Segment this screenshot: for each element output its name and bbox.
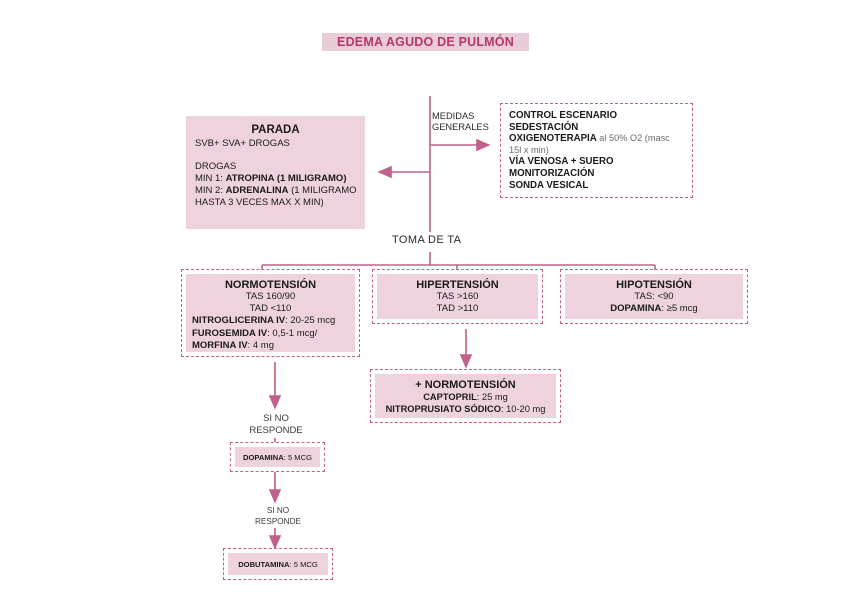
medidas-item-4-bold: VÍA VENOSA + SUERO — [509, 156, 614, 168]
plus-normotension-drug-nitroprusiato: NITROPRUSIATO SÓDICO: 10-20 mg — [380, 403, 551, 415]
medidas-item-2-rest: al 50% O2 (masc — [596, 133, 670, 144]
normotension-tas: TAS 160/90 — [245, 291, 296, 302]
hipotension-tas: TAS: <90 — [634, 291, 674, 302]
medidas-generales-label: MEDIDAS GENERALES — [432, 111, 489, 133]
parada-drug-line-1: MIN 1: ATROPINA (1 MILIGRAMO) — [195, 173, 356, 185]
plus-normotension-drug-captopril: CAPTOPRIL: 25 mg — [380, 391, 551, 403]
normotension-drug-morfina: MORFINA IV: 4 mg — [192, 340, 349, 353]
page-title-text: EDEMA AGUDO DE PULMÓN — [337, 35, 514, 49]
toma-de-ta-label: TOMA DE TA — [392, 234, 462, 246]
plus-normotension-drug1-name: CAPTOPRIL — [423, 392, 477, 402]
hipertension-tas: TAS >160 — [436, 291, 479, 302]
normotension-drug-2-name: MORFINA IV — [192, 340, 248, 351]
dopamina-name: DOPAMINA — [242, 452, 284, 462]
hipertension-box: HIPERTENSIÓN TAS >160 TAD >110 — [372, 269, 543, 324]
normotension-drug-0-name: NITROGLICERINA IV — [192, 315, 286, 326]
parada-min1-prefix: MIN 1: — [195, 173, 226, 184]
medidas-item-5-bold: MONITORIZACIÓN — [509, 167, 595, 179]
dobutamina-box: DOBUTAMINA: 5 MCG — [223, 548, 333, 580]
escalation-step1-text: SI NO RESPONDE — [241, 413, 311, 437]
dobutamina-content: DOBUTAMINA: 5 MCG — [238, 560, 318, 569]
normotension-header: NORMOTENSIÓN — [224, 279, 317, 291]
parada-min2-prefix: MIN 2: — [195, 185, 226, 196]
escalation-step2-line2: RESPONDE — [255, 516, 301, 526]
medidas-item-sedestacion: SEDESTACIÓN — [509, 122, 688, 134]
parada-box: PARADA SVB+ SVA+ DROGAS DROGAS MIN 1: AT… — [186, 116, 365, 229]
medidas-item-oxigeno-cont: 15l x min) — [509, 145, 688, 157]
hipotension-drug-dose: : ≥5 mcg — [661, 303, 698, 314]
medidas-label-line-2: GENERALES — [432, 122, 489, 132]
hipotension-drug-dopamina: DOPAMINA: ≥5 mcg — [571, 303, 737, 315]
medidas-item-2-bold: OXIGENOTERAPIA — [509, 133, 597, 145]
hipotension-box: HIPOTENSIÓN TAS: <90 DOPAMINA: ≥5 mcg — [560, 269, 748, 324]
parada-spacer — [195, 150, 356, 161]
normotension-drug-0-dose: : 20-25 mcg — [285, 315, 336, 326]
medidas-item-3-rest: 15l x min) — [509, 144, 549, 155]
parada-subtitle: SVB+ SVA+ DROGAS — [195, 138, 290, 149]
parada-drug-adrenalina: ADRENALINA — [225, 185, 289, 196]
medidas-item-monitorizacion: MONITORIZACIÓN — [509, 168, 688, 180]
plus-normotension-drug2-dose: : 10-20 mg — [500, 404, 546, 414]
parada-drug-line-2: MIN 2: ADRENALINA (1 MILIGRAMO — [195, 185, 357, 197]
escalation-step2-line1: SI NO — [266, 506, 290, 515]
parada-atropina-dose: (1 MILIGRAMO) — [274, 173, 347, 184]
medidas-item-sonda-vesical: SONDA VESICAL — [509, 180, 688, 192]
page-title: EDEMA AGUDO DE PULMÓN — [322, 33, 529, 51]
plus-normotension-box: + NORMOTENSIÓN CAPTOPRIL: 25 mg NITROPRU… — [370, 369, 561, 423]
medidas-item-oxigenoterapia: OXIGENOTERAPIA al 50% O2 (masc — [509, 133, 688, 145]
hipertension-header: HIPERTENSIÓN — [416, 279, 499, 291]
medidas-item-0-bold: CONTROL ESCENARIO — [509, 110, 618, 121]
normotension-drug-nitroglicerina: NITROGLICERINA IV: 20-25 mcg — [192, 315, 349, 328]
normotension-drug-2-dose: : 4 mg — [247, 340, 274, 351]
hipotension-header: HIPOTENSIÓN — [616, 279, 692, 291]
dopamina-content: DOPAMINA: 5 MCG — [243, 453, 312, 462]
escalation-step1-line1: SI NO — [263, 413, 289, 424]
normotension-drug-1-dose: : 0,5-1 mcg/ — [267, 327, 318, 339]
parada-drugs-label: DROGAS — [195, 161, 237, 172]
medidas-item-via-venosa: VÍA VENOSA + SUERO — [509, 156, 688, 168]
dobutamina-dose: : 5 MCG — [289, 559, 318, 569]
escalation-step2-text: SI NO RESPONDE — [248, 506, 308, 527]
plus-normotension-header: + NORMOTENSIÓN — [415, 379, 516, 391]
medidas-label-line-1: MEDIDAS — [432, 111, 475, 121]
medidas-generales-box: CONTROL ESCENARIO SEDESTACIÓN OXIGENOTER… — [500, 103, 693, 198]
parada-drug-line-3: HASTA 3 VECES MAX X MIN) — [195, 197, 324, 208]
parada-adrenalina-dose: (1 MILIGRAMO — [288, 185, 357, 196]
hipotension-drug-name: DOPAMINA — [610, 303, 662, 314]
dobutamina-name: DOBUTAMINA — [238, 559, 290, 569]
dopamina-box: DOPAMINA: 5 MCG — [230, 442, 325, 472]
medidas-item-control-escenario: CONTROL ESCENARIO — [509, 110, 688, 122]
dopamina-dose: : 5 MCG — [283, 452, 313, 462]
normotension-drug-furosemida: FUROSEMIDA IV: 0,5-1 mcg/ — [192, 328, 349, 341]
hipertension-tad: TAD >110 — [436, 303, 479, 314]
plus-normotension-drug1-dose: : 25 mg — [476, 392, 508, 402]
normotension-box: NORMOTENSIÓN TAS 160/90 TAD <110 NITROGL… — [181, 269, 360, 357]
normotension-tad: TAD <110 — [249, 303, 292, 314]
normotension-drug-1-name: FUROSEMIDA IV — [192, 327, 268, 339]
medidas-item-6-bold: SONDA VESICAL — [509, 179, 589, 191]
medidas-item-1-bold: SEDESTACIÓN — [509, 121, 579, 133]
parada-header: PARADA — [251, 124, 300, 136]
escalation-step1-line2: RESPONDE — [249, 425, 303, 436]
plus-normotension-drug2-name: NITROPRUSIATO SÓDICO — [385, 404, 501, 414]
parada-drug-atropina: ATROPINA — [225, 173, 275, 184]
